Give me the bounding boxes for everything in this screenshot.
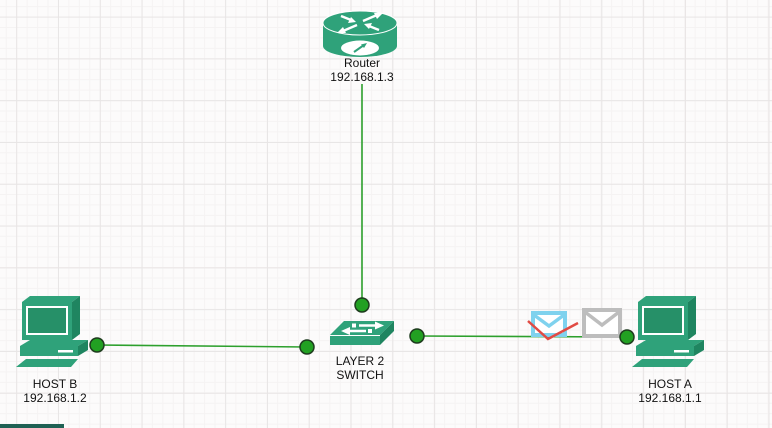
envelope-icon — [531, 311, 567, 337]
pdu-envelope-blue[interactable] — [531, 311, 567, 337]
device-host-b-label: HOST B 192.168.1.2 — [0, 377, 115, 405]
envelope-icon — [582, 308, 622, 338]
device-router[interactable] — [322, 10, 398, 58]
router-icon — [322, 10, 398, 57]
pdu-envelope-gray[interactable] — [582, 308, 622, 338]
switch-name-line2: SWITCH — [336, 368, 384, 382]
device-host-a[interactable] — [630, 296, 714, 368]
device-switch-label: LAYER 2 SWITCH — [300, 354, 420, 382]
device-switch[interactable] — [330, 316, 394, 350]
pc-icon — [632, 296, 704, 367]
switch-name-line1: LAYER 2 — [335, 354, 385, 368]
device-host-b[interactable] — [14, 296, 98, 368]
host-a-ip: 192.168.1.1 — [638, 391, 702, 405]
router-name: Router — [343, 56, 381, 70]
host-a-name: HOST A — [648, 377, 692, 391]
link-hostb-switch[interactable] — [96, 344, 308, 348]
pc-icon — [16, 296, 88, 367]
host-b-name: HOST B — [32, 377, 78, 391]
switch-icon — [330, 321, 394, 345]
partial-element-bottom-left — [0, 424, 64, 428]
host-b-ip: 192.168.1.2 — [23, 391, 87, 405]
router-ip: 192.168.1.3 — [330, 70, 394, 84]
device-host-a-label: HOST A 192.168.1.1 — [610, 377, 730, 405]
device-router-label: Router 192.168.1.3 — [302, 56, 422, 84]
